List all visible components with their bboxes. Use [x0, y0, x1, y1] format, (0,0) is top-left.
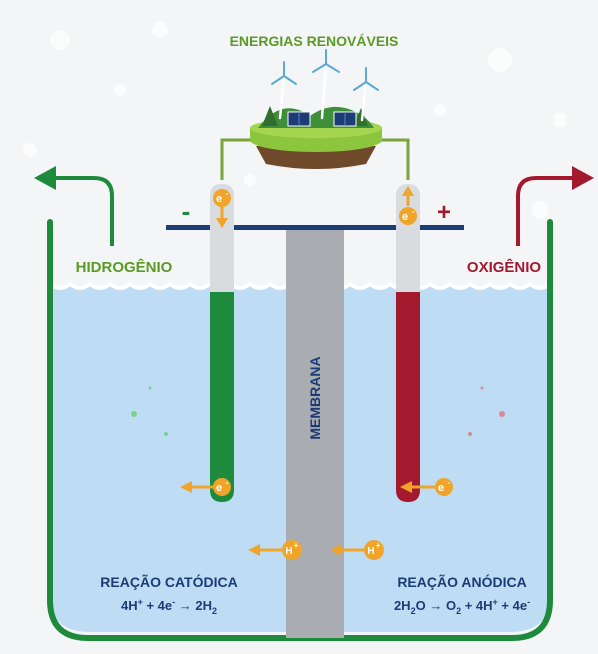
svg-text:-: - — [226, 478, 229, 487]
cathodic-equation: 4H+ + 4e- → 2H2 — [121, 597, 217, 616]
hydrogen-outlet-arrow — [52, 176, 114, 246]
proton-arrow-left: H + — [248, 540, 302, 560]
oxygen-arrowhead — [572, 166, 594, 190]
renewable-island-illustration — [250, 49, 382, 169]
svg-text:e: e — [216, 193, 222, 205]
svg-text:-: - — [226, 189, 229, 198]
svg-text:+: + — [376, 541, 381, 550]
svg-text:e: e — [216, 482, 222, 494]
cathode-electrode — [210, 184, 234, 502]
oxygen-label: OXIGÊNIO — [467, 258, 542, 276]
svg-text:-: - — [412, 207, 415, 216]
anodic-title: REAÇÃO ANÓDICA — [397, 573, 526, 590]
svg-text:H: H — [367, 546, 374, 557]
wind-turbine-icon — [271, 49, 379, 122]
svg-text:e: e — [402, 211, 408, 223]
electron-anode-bottom: e - — [400, 478, 453, 496]
svg-text:-: - — [448, 478, 451, 487]
renewable-energy-title: ENERGIAS RENOVÁVEIS — [230, 33, 399, 49]
solar-panel-icon — [287, 111, 357, 127]
hydrogen-arrowhead — [34, 166, 56, 190]
water-bubbles — [131, 386, 505, 436]
anodic-equation: 2H2O → O2 + 4H+ + 4e- — [394, 597, 530, 616]
background-bubbles — [23, 22, 567, 219]
electron-cathode-bottom: e - — [180, 478, 231, 496]
tree-icon — [262, 106, 368, 126]
electron-anode-top: e - — [399, 186, 417, 225]
electron-cathode-top: e - — [213, 189, 231, 228]
electrode-bar — [166, 225, 464, 230]
proton-arrow-right: H + — [330, 540, 384, 560]
cathodic-title: REAÇÃO CATÓDICA — [100, 573, 237, 590]
svg-text:e: e — [438, 482, 444, 494]
oxygen-outlet-arrow — [516, 176, 574, 246]
wire-right — [378, 138, 410, 180]
membrane — [286, 228, 344, 638]
anode-electrode — [396, 184, 420, 502]
membrane-label: MEMBRANA — [307, 356, 323, 439]
hydrogen-label: HIDROGÊNIO — [76, 258, 173, 276]
svg-text:+: + — [294, 541, 299, 550]
cathode-sign: - — [182, 196, 191, 226]
svg-text:H: H — [285, 546, 292, 557]
anode-sign: + — [437, 199, 451, 226]
wire-left — [220, 138, 250, 180]
